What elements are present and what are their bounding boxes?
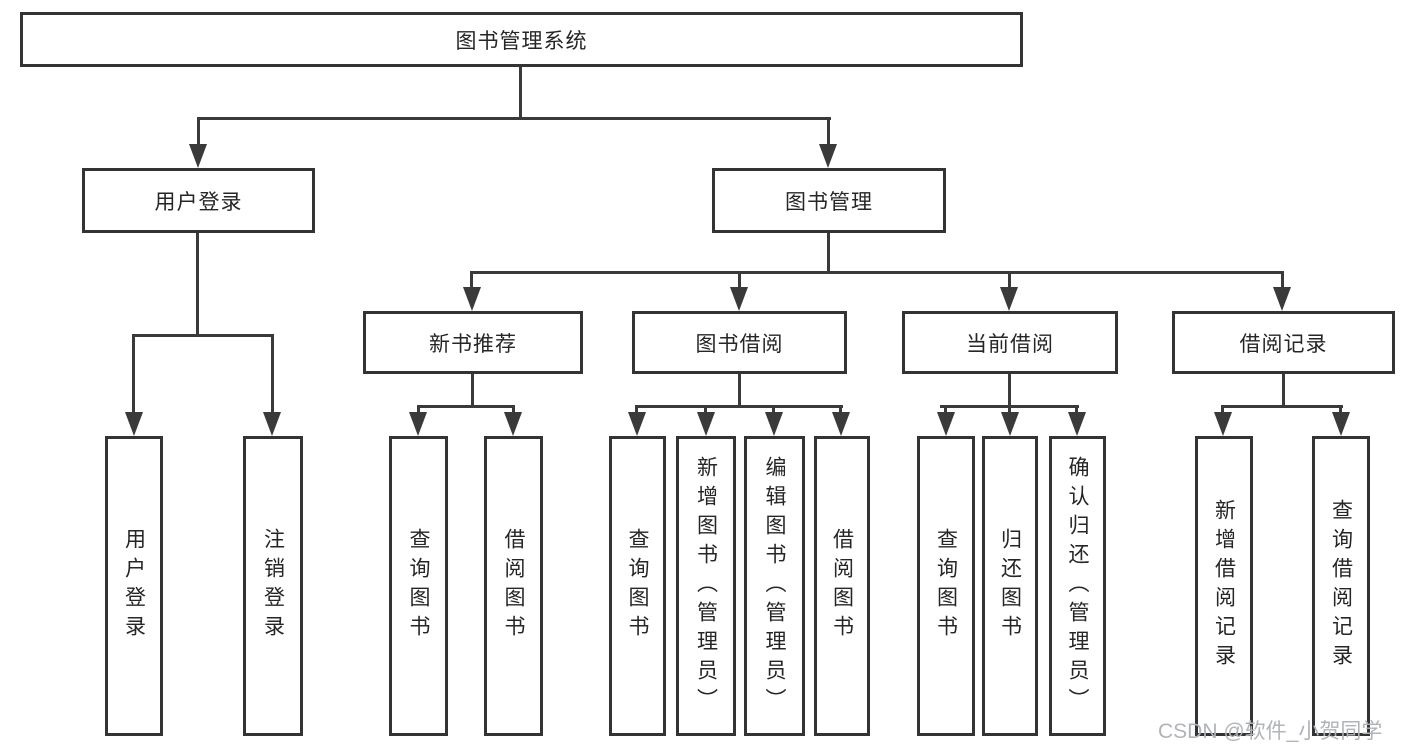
connector-root-span [197, 117, 831, 120]
leaf-add-books-admin-label: 新增图书（管理员） [694, 455, 718, 717]
connector-root-drop [519, 67, 522, 118]
arrow-down-icon [697, 412, 715, 436]
connector-stub [417, 405, 420, 417]
leaf-logout-label: 注销登录 [261, 528, 285, 644]
node-current-borrowing-label: 当前借阅 [966, 332, 1054, 356]
connector-stub [1008, 271, 1011, 291]
arrow-down-icon [730, 287, 748, 311]
connector-stub [1339, 405, 1342, 417]
node-borrowing-records-label: 借阅记录 [1239, 332, 1328, 356]
leaf-query-books-current-label: 查询图书 [934, 528, 958, 644]
leaf-user-login: 用户登录 [105, 436, 163, 736]
connector-stub [197, 117, 200, 146]
connector-stub [772, 405, 775, 417]
arrow-down-icon [463, 287, 481, 311]
connector-drop [1008, 374, 1011, 407]
leaf-logout: 注销登录 [243, 436, 303, 736]
arrow-down-icon [937, 412, 955, 436]
node-book-management-label: 图书管理 [785, 190, 873, 214]
leaf-return-books: 归还图书 [982, 436, 1038, 736]
leaf-query-books-recommend: 查询图书 [389, 436, 448, 736]
node-user-login-label: 用户登录 [154, 190, 243, 214]
node-current-borrowing: 当前借阅 [902, 311, 1118, 374]
connector-stub [512, 405, 515, 417]
connector-drop [738, 374, 741, 407]
leaf-add-borrow-record: 新增借阅记录 [1195, 436, 1253, 736]
connector-stub [470, 271, 473, 291]
arrow-down-icon [409, 412, 427, 436]
leaf-add-books-admin: 新增图书（管理员） [676, 436, 736, 736]
connector-drop [471, 374, 474, 407]
node-borrowing-records: 借阅记录 [1172, 311, 1395, 374]
connector-stub [839, 405, 842, 417]
connector-drop [1282, 374, 1285, 407]
watermark: CSDN @软件_小贺同学 [1158, 720, 1383, 743]
node-book-borrowing: 图书借阅 [632, 311, 847, 374]
arrow-down-icon [832, 412, 850, 436]
arrow-down-icon [1001, 412, 1019, 436]
connector-span [1222, 405, 1343, 408]
arrow-down-icon [1332, 412, 1350, 436]
leaf-add-borrow-record-label: 新增借阅记录 [1212, 499, 1236, 673]
connector-user-login-span [133, 334, 274, 337]
node-book-borrowing-label: 图书借阅 [695, 332, 784, 356]
leaf-borrow-books-recommend: 借阅图书 [484, 436, 543, 736]
connector-stub [1008, 405, 1011, 417]
node-new-book-recommendation-label: 新书推荐 [429, 332, 517, 356]
arrow-down-icon [765, 412, 783, 436]
connector-stub [132, 334, 135, 414]
arrow-down-icon [628, 412, 646, 436]
connector-book-mgmt-span [471, 271, 1284, 274]
connector-stub [738, 271, 741, 291]
leaf-query-books-borrowing-label: 查询图书 [626, 528, 649, 644]
leaf-borrow-books-recommend-label: 借阅图书 [502, 528, 525, 644]
leaf-edit-books-admin-label: 编辑图书（管理员） [763, 455, 786, 717]
connector-book-mgmt-drop [827, 233, 830, 274]
arrow-down-icon [125, 412, 143, 436]
arrow-down-icon [819, 144, 837, 168]
node-root: 图书管理系统 [20, 12, 1023, 67]
arrow-down-icon [1273, 287, 1291, 311]
leaf-return-books-label: 归还图书 [998, 528, 1022, 644]
leaf-borrow-books-borrowing: 借阅图书 [814, 436, 870, 736]
leaf-confirm-return-admin-label: 确认归还（管理员） [1066, 455, 1089, 717]
node-new-book-recommendation: 新书推荐 [363, 311, 583, 374]
leaf-borrow-books-borrowing-label: 借阅图书 [830, 528, 854, 644]
leaf-query-books-current: 查询图书 [917, 436, 975, 736]
arrow-down-icon [504, 412, 522, 436]
leaf-confirm-return-admin: 确认归还（管理员） [1049, 436, 1106, 736]
connector-stub [1075, 405, 1078, 417]
node-book-management: 图书管理 [712, 168, 946, 233]
leaf-query-books-borrowing: 查询图书 [609, 436, 666, 736]
connector-span [417, 405, 515, 408]
connector-stub [944, 405, 947, 417]
arrow-down-icon [263, 412, 281, 436]
leaf-edit-books-admin: 编辑图书（管理员） [744, 436, 805, 736]
leaf-query-borrow-record-label: 查询借阅记录 [1329, 499, 1353, 673]
connector-stub [635, 405, 638, 417]
connector-span [636, 405, 843, 408]
connector-stub [827, 117, 830, 146]
connector-stub [704, 405, 707, 417]
connector-stub [1281, 271, 1284, 291]
connector-stub [1221, 405, 1224, 417]
leaf-query-books-recommend-label: 查询图书 [407, 528, 430, 644]
leaf-query-borrow-record: 查询借阅记录 [1312, 436, 1370, 736]
arrow-down-icon [1000, 287, 1018, 311]
arrow-down-icon [189, 144, 207, 168]
leaf-user-login-label: 用户登录 [122, 528, 146, 644]
arrow-down-icon [1068, 412, 1086, 436]
connector-stub [271, 334, 274, 414]
connector-user-login-drop [196, 233, 199, 337]
node-root-label: 图书管理系统 [455, 29, 588, 53]
arrow-down-icon [1214, 412, 1232, 436]
node-user-login: 用户登录 [82, 168, 315, 233]
